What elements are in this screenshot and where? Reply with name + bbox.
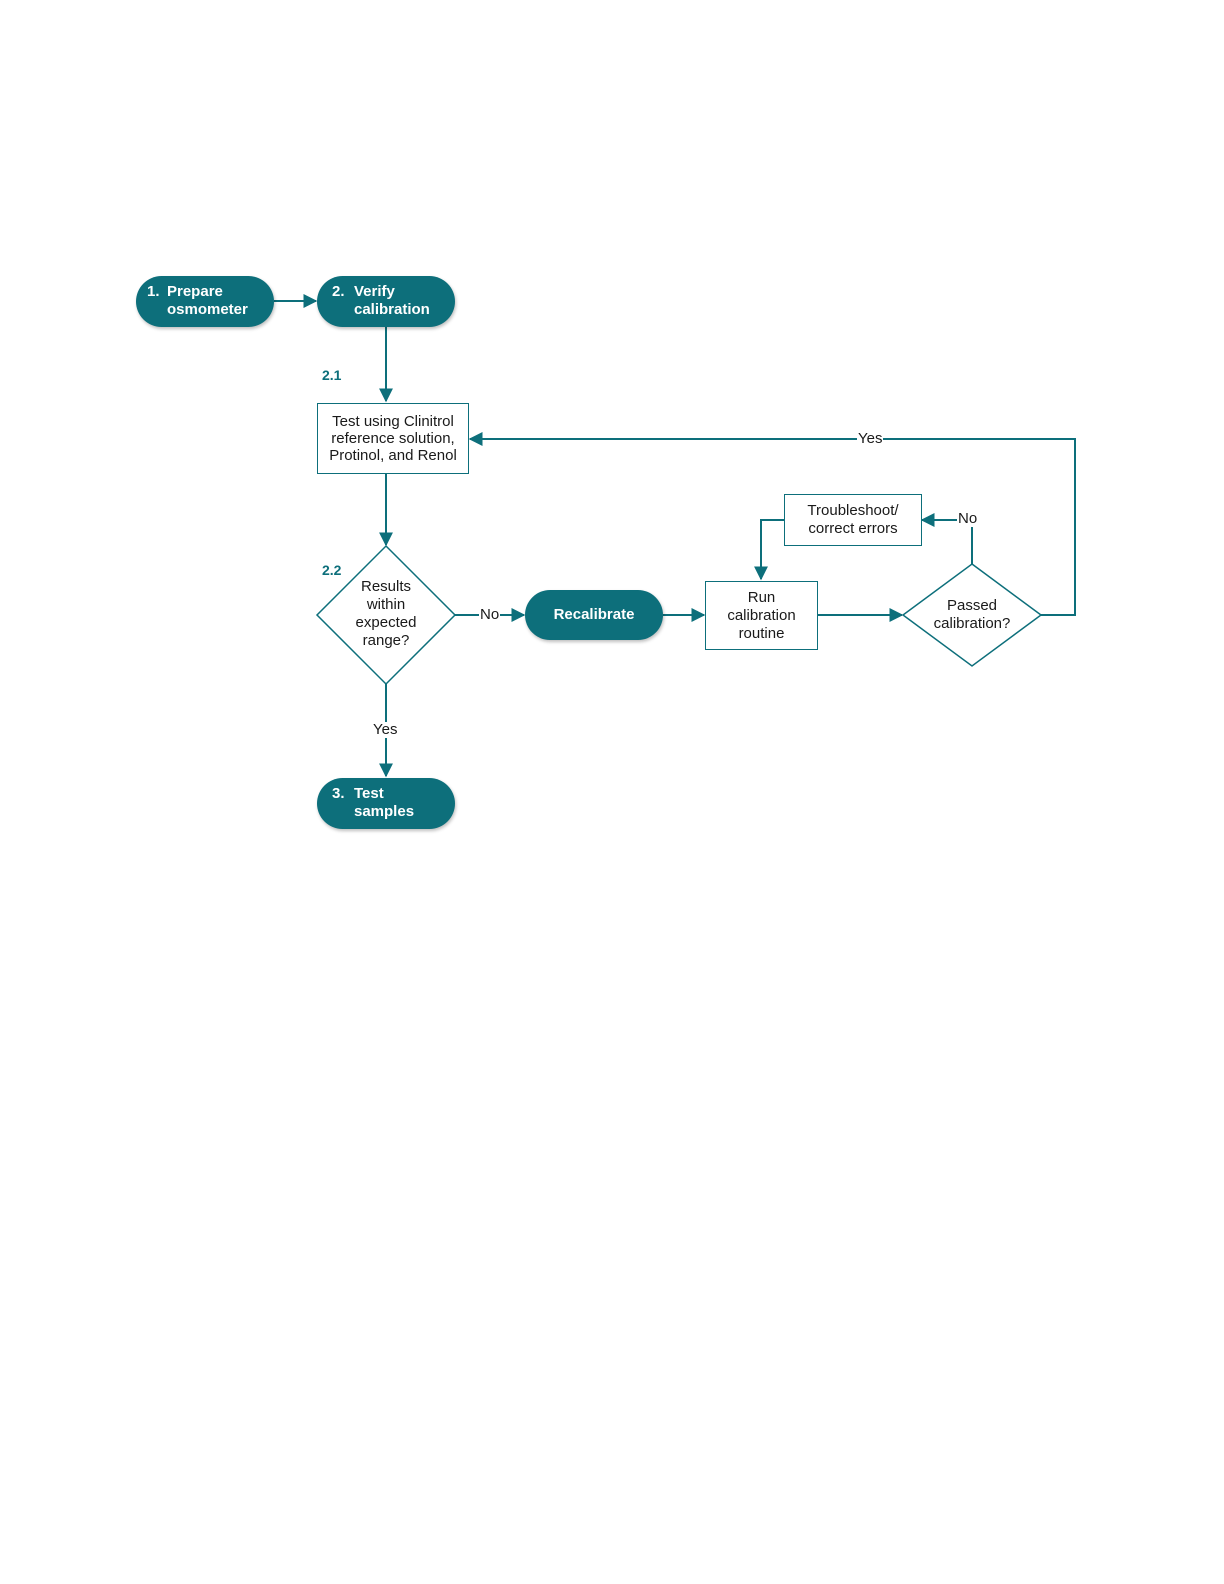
edge-troubleshoot-to-run [761, 520, 784, 579]
step-label-2-1: 2.1 [322, 367, 341, 383]
run-calibration-routine-box: Run calibration routine [705, 581, 818, 650]
recalibrate-node: Recalibrate [525, 590, 663, 640]
step-label-2-2: 2.2 [322, 562, 341, 578]
prepare-osmometer-node: 1. Prepare osmometer [136, 276, 274, 327]
prepare-label-line2: osmometer [167, 301, 248, 319]
run-routine-line1: Run [748, 589, 776, 607]
results-decision-text: Results within expected range? [336, 578, 436, 650]
results-no-label: No [479, 607, 500, 623]
test-reference-line1: Test using Clinitrol [332, 413, 454, 430]
prepare-step-number: 1. [147, 283, 160, 301]
prepare-label-line1: Prepare [167, 283, 223, 301]
run-routine-line2: calibration [727, 607, 795, 625]
passed-no-label: No [957, 511, 978, 527]
test-samples-step-number: 3. [332, 785, 345, 803]
passed-line1: Passed [917, 597, 1027, 615]
test-samples-label-line1: Test [354, 785, 384, 803]
verify-label-line2: calibration [354, 301, 430, 319]
verify-step-number: 2. [332, 283, 345, 301]
verify-label-line1: Verify [354, 283, 395, 301]
troubleshoot-line2: correct errors [808, 520, 897, 538]
recalibrate-label: Recalibrate [554, 606, 635, 624]
test-reference-box: Test using Clinitrol reference solution,… [317, 403, 469, 474]
results-yes-label: Yes [372, 722, 398, 738]
test-reference-line3: Protinol, and Renol [329, 447, 457, 464]
troubleshoot-box: Troubleshoot/ correct errors [784, 494, 922, 546]
run-routine-line3: routine [739, 625, 785, 643]
passed-line2: calibration? [917, 615, 1027, 633]
passed-yes-label: Yes [857, 431, 883, 447]
results-line1: Results [336, 578, 436, 596]
results-line4: range? [336, 632, 436, 650]
test-samples-node: 3. Test samples [317, 778, 455, 829]
test-reference-line2: reference solution, [331, 430, 454, 447]
verify-calibration-node: 2. Verify calibration [317, 276, 455, 327]
results-line3: expected [336, 614, 436, 632]
results-line2: within [336, 596, 436, 614]
troubleshoot-line1: Troubleshoot/ [807, 502, 898, 520]
test-samples-label-line2: samples [354, 803, 414, 821]
passed-decision-text: Passed calibration? [917, 597, 1027, 633]
